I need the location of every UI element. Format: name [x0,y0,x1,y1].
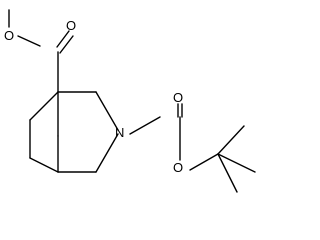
bond-c6-c5 [29,157,59,173]
bond-c2-n [95,91,119,131]
bond-tbu-methyl-right [217,153,256,173]
atom-label-ester-carbonyl-oxygen: O [66,18,76,33]
atom-labels: O O N O O [4,18,183,175]
bond-tbu-methyl-up [217,125,245,155]
atom-label-carbamate-carbonyl-oxygen: O [173,90,183,105]
bond-estercarbon-carbonyl-o-1 [56,30,70,48]
bonds [8,9,256,193]
structure-diagram: O O N O O [4,9,256,193]
bond-n-carbamate-carbon [129,116,161,135]
bond-o-estercarbon [17,35,41,47]
bond-tbu-methyl-down [217,153,238,193]
bond-c4-n [95,133,119,173]
atom-label-ring-nitrogen: N [115,125,124,140]
bond-estercarbon-carbonyl-o-2 [59,35,74,54]
bond-ether-o-tbu-carbon [189,153,219,171]
bond-bridgehead-c7 [29,91,59,121]
atom-label-carbamate-ether-oxygen: O [173,160,183,175]
atom-label-ester-ether-oxygen: O [4,28,14,43]
